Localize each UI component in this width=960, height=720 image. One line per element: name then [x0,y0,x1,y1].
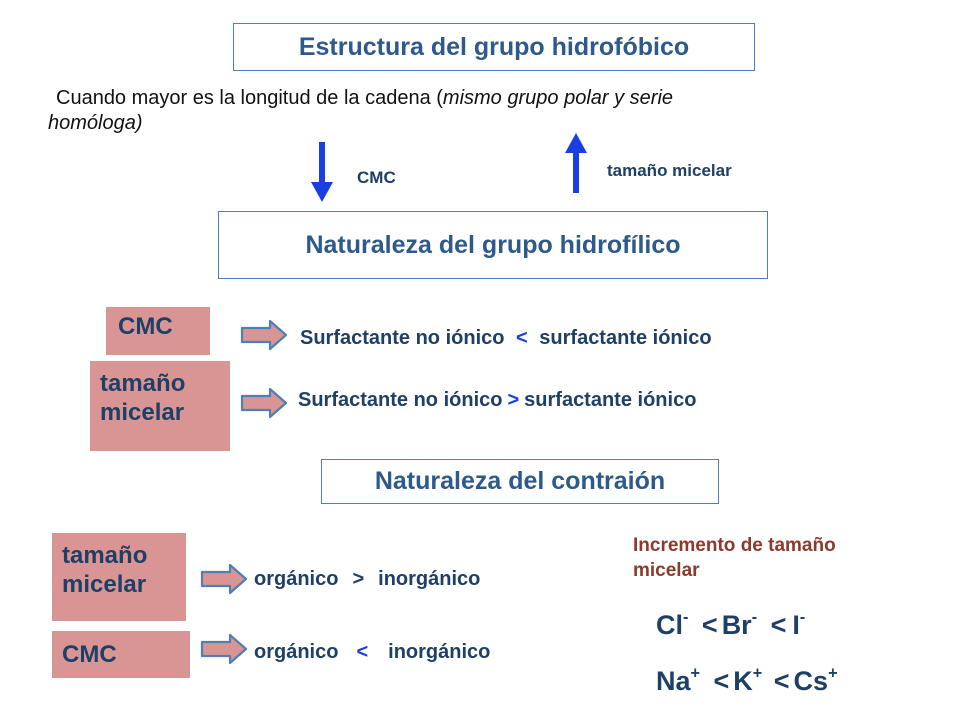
contraion-row-cmc-left: orgánico [254,641,339,663]
cmc-box-hidrofilico: CMC [106,307,210,355]
size-box-hidrofilico: tamaño micelar [90,361,230,451]
size-box-contraion-line1: tamaño [62,542,148,569]
hidrofilico-row-size-right: surfactante iónico [524,389,697,411]
increment-label: Incremento de tamaño micelar [633,534,836,583]
anion-cl: Cl [656,610,683,640]
cation-lt-2: < [773,666,790,696]
size-label: tamaño micelar [607,161,732,180]
anion-lt-2: < [770,610,787,640]
cation-cs: Cs [793,666,829,696]
title-hidrofilico-box: Naturaleza del grupo hidrofílico [218,211,768,279]
anion-cl-charge: - [683,608,689,627]
intro-sentence-line2: homóloga) [48,112,143,134]
title-estructura: Estructura del grupo hidrofóbico [298,32,690,61]
anion-i-charge: - [799,608,806,627]
intro-sentence-italic: mismo grupo polar y serie [442,87,674,109]
size-box-contraion-line2: micelar [62,571,147,599]
cmc-label: CMC [357,168,396,187]
arrow-down-icon [311,142,333,202]
cation-k-charge: + [752,664,763,683]
cation-k: K [733,666,753,696]
cation-lt-1: < [713,666,730,696]
hidrofilico-row-size-op: > [507,389,520,411]
hidrofilico-row-size-left: Surfactante no iónico [298,389,503,411]
cation-na-charge: + [690,664,700,683]
hidrofilico-row-cmc: Surfactante no iónico < surfactante ióni… [300,327,712,350]
size-box-contraion: tamaño micelar [52,533,186,621]
contraion-row-size-left: orgánico [254,568,339,590]
intro-sentence-part1: Cuando mayor es la longitud de la cadena… [56,87,443,109]
arrow-up-icon [565,133,587,193]
intro-sentence: Cuando mayor es la longitud de la cadena… [48,86,908,136]
arrow-right-icon [200,633,248,665]
anion-i: I [792,610,800,640]
arrow-right-icon [240,319,288,351]
anion-series: Cl- <Br- <I- [656,610,805,641]
cmc-box-hidrofilico-label: CMC [118,313,173,340]
anion-lt-1: < [701,610,718,640]
hidrofilico-row-cmc-right: surfactante iónico [539,327,712,349]
increment-label-line2: micelar [633,559,700,581]
anion-br: Br [721,610,752,640]
contraion-row-size: orgánico > inorgánico [254,568,480,591]
hidrofilico-row-size: Surfactante no iónico>surfactante iónico [298,389,696,412]
increment-label-line1: Incremento de tamaño [633,535,836,556]
cation-na: Na [656,666,691,696]
contraion-row-size-op: > [352,568,365,590]
cation-series: Na+ <K+ <Cs+ [656,666,838,697]
size-box-hidrofilico-line2: micelar [100,399,185,427]
title-estructura-box: Estructura del grupo hidrofóbico [233,23,755,71]
hidrofilico-row-cmc-op: < [516,327,528,349]
title-contraion: Naturaleza del contraión [374,467,666,495]
cmc-box-contraion-label: CMC [62,641,117,668]
cmc-box-contraion: CMC [52,631,190,678]
size-box-hidrofilico-line1: tamaño [100,370,186,397]
title-hidrofilico: Naturaleza del grupo hidrofílico [305,230,681,259]
title-contraion-box: Naturaleza del contraión [321,459,719,504]
contraion-row-cmc-right: inorgánico [388,641,491,663]
arrow-right-icon [240,387,288,419]
anion-br-charge: - [751,608,758,627]
contraion-row-cmc-op: < [356,641,369,663]
arrow-right-icon [200,563,248,595]
contraion-row-cmc: orgánico < inorgánico [254,641,490,664]
contraion-row-size-right: inorgánico [378,568,481,590]
hidrofilico-row-cmc-left: Surfactante no iónico [300,327,505,349]
cation-cs-charge: + [828,664,838,683]
